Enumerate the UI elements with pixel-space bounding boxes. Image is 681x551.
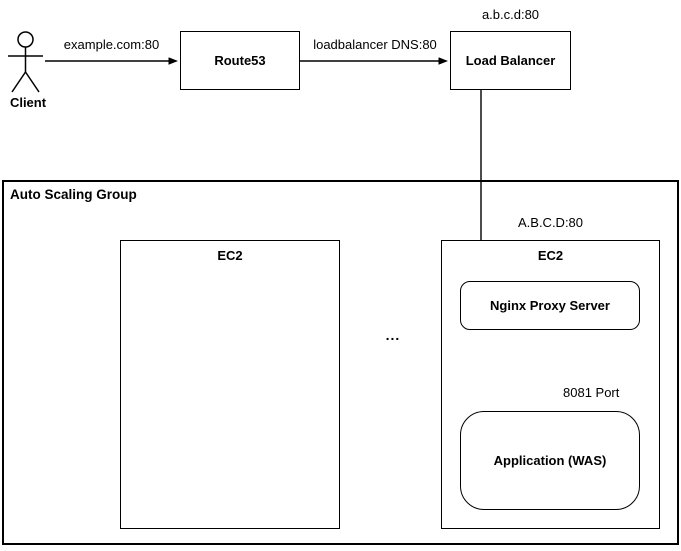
auto-scaling-group-box [2, 180, 679, 545]
auto-scaling-group-label: Auto Scaling Group [10, 187, 137, 202]
nginx-proxy-server-node: Nginx Proxy Server [460, 281, 640, 330]
ec2-right-address-label: A.B.C.D:80 [517, 215, 584, 230]
load-balancer-label: Load Balancer [465, 53, 556, 68]
ec2-left-box: EC2 [120, 240, 340, 529]
edge-label-loadbalancer-dns: loadbalancer DNS:80 [313, 37, 437, 52]
client-label: Client [9, 95, 47, 110]
ec2-right-label: EC2 [537, 248, 564, 263]
load-balancer-node: Load Balancer [450, 31, 571, 90]
nginx-proxy-server-label: Nginx Proxy Server [490, 298, 610, 313]
application-was-label: Application (WAS) [493, 453, 607, 468]
application-was-node: Application (WAS) [460, 411, 640, 510]
ec2-left-label: EC2 [217, 248, 243, 263]
asg-ellipsis: ... [385, 327, 401, 343]
route53-label: Route53 [214, 53, 266, 68]
loadbalancer-address-label: a.b.c.d:80 [481, 7, 540, 22]
edge-label-example-com: example.com:80 [63, 37, 160, 52]
route53-node: Route53 [180, 31, 300, 90]
edge-label-8081-port: 8081 Port [563, 385, 620, 400]
client-stick-figure-icon [8, 31, 43, 93]
